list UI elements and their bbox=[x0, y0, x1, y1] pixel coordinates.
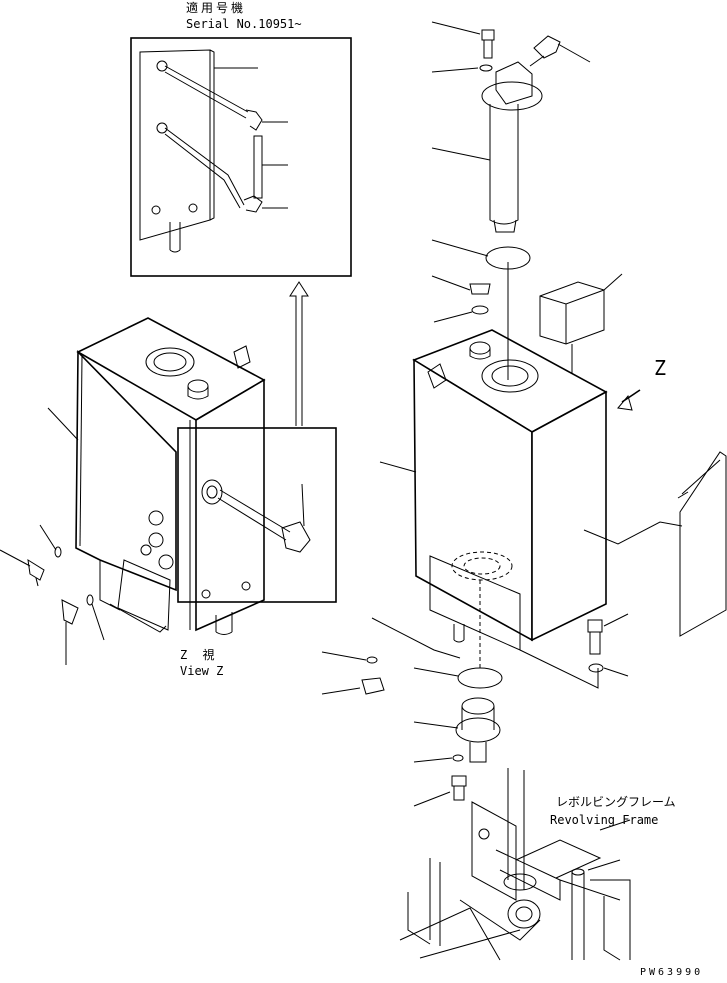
tank-view-z bbox=[0, 317, 337, 665]
drawing-code: PW63990 bbox=[640, 967, 704, 978]
view-z-label-en: View Z bbox=[180, 664, 224, 678]
inset-serial-label: Serial No.10951~ bbox=[186, 17, 302, 31]
tank-main-exploded bbox=[321, 21, 727, 807]
detail-arrow bbox=[289, 281, 309, 426]
view-z-label-ja: Z 視 bbox=[180, 648, 219, 662]
revolving-frame-label-en: Revolving Frame bbox=[550, 813, 659, 827]
revolving-frame-label-ja: レボルビングフレーム bbox=[556, 795, 676, 809]
arrow-z-label: Z bbox=[654, 356, 667, 380]
inset-heading-ja: 適用号機 bbox=[186, 1, 247, 15]
revolving-frame bbox=[399, 768, 631, 961]
inset-detail bbox=[130, 37, 352, 277]
